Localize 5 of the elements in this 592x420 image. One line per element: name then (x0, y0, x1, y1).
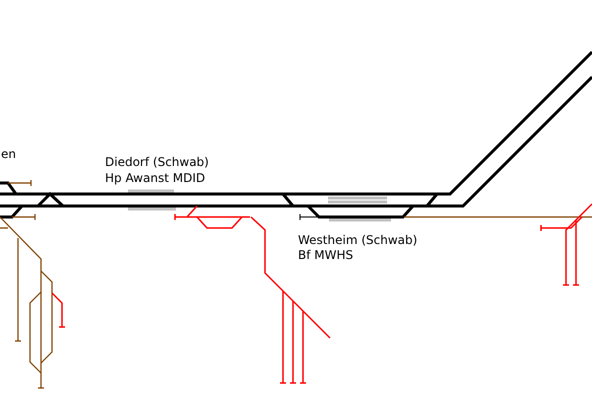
station-label: Bf MWHS (298, 248, 354, 263)
station-label: en (1, 147, 16, 162)
station-label: Hp Awanst MDID (105, 171, 206, 186)
station-label: Diedorf (Schwab) (105, 155, 209, 170)
station-label: Westheim (Schwab) (298, 233, 418, 248)
